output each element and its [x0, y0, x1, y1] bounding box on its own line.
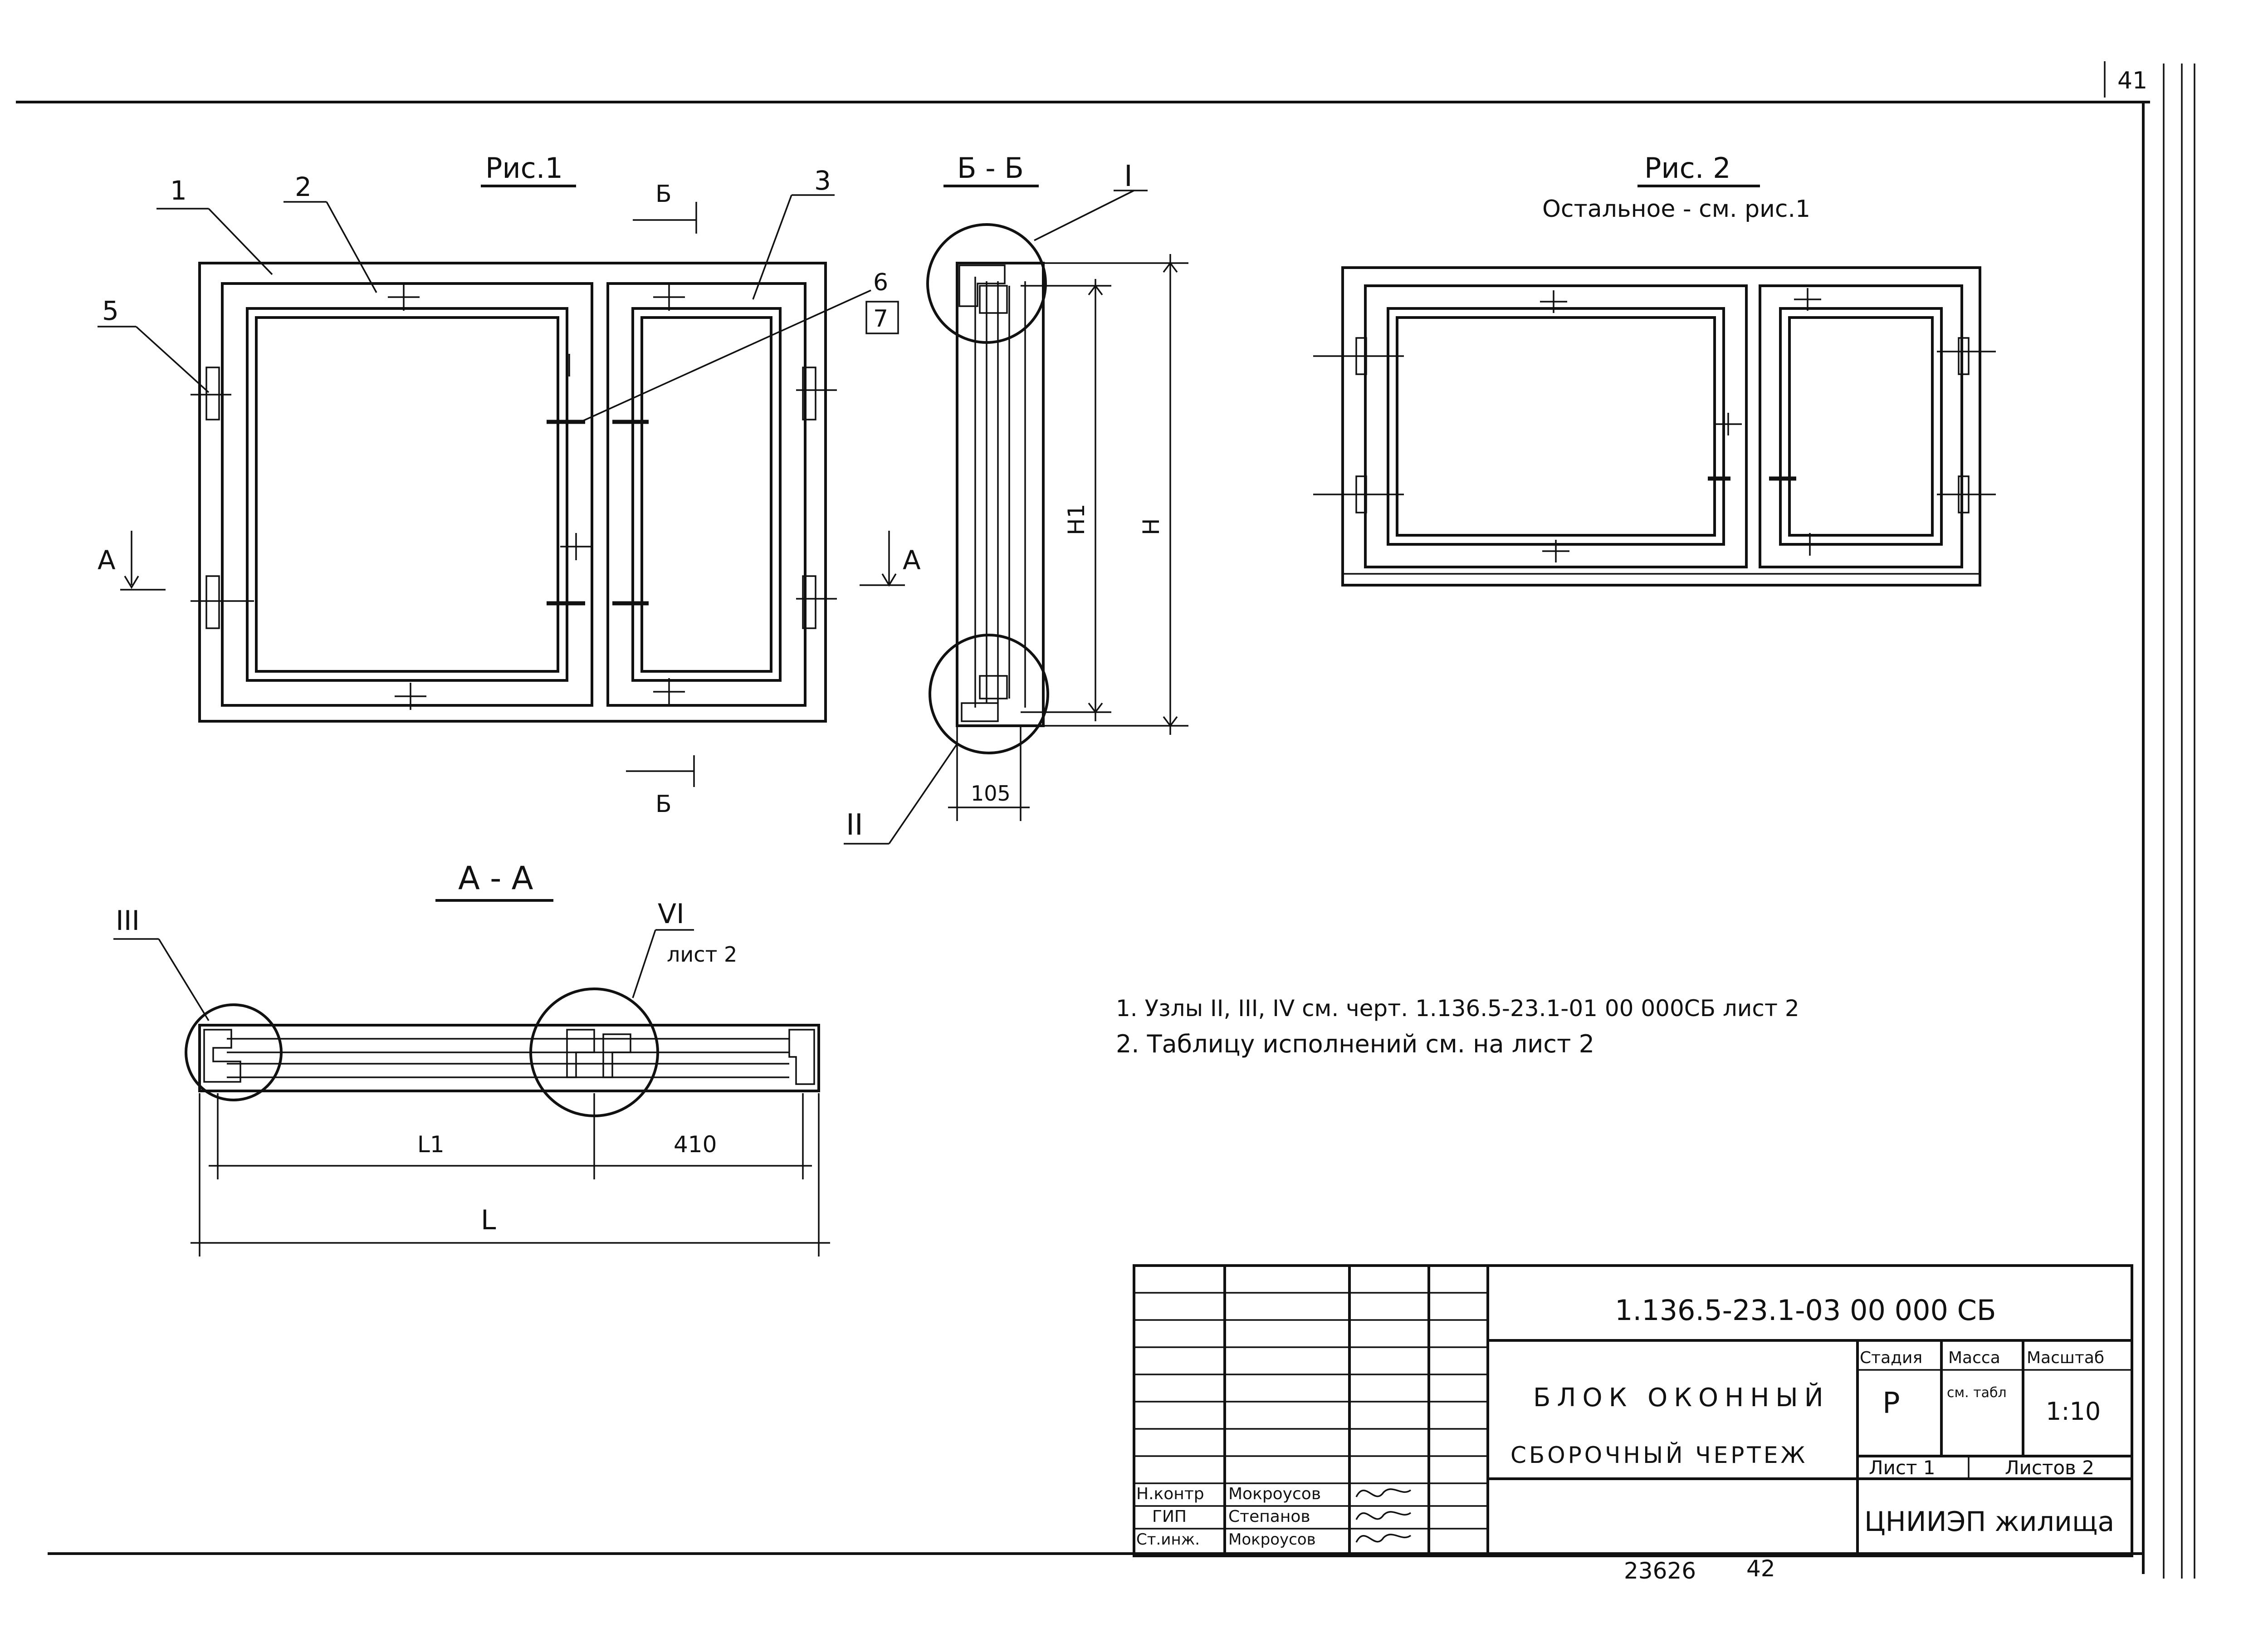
dim-l1: L1: [417, 1131, 445, 1158]
node-6-label: VI: [658, 898, 684, 930]
notes: 1. Узлы II, III, IV см. черт. 1.136.5-23…: [1116, 995, 1799, 1058]
dim-h: H: [1138, 518, 1164, 535]
fig2-subtitle: Остальное - см. рис.1: [1542, 196, 1810, 223]
callout-3: 3: [814, 165, 831, 196]
sig-name-2: Степанов: [1228, 1507, 1310, 1526]
section-a-a: А - А III VI лист 2 L1 410 L: [113, 860, 830, 1256]
section-b-mark-bottom: Б: [655, 791, 672, 818]
scale-value: 1:10: [2046, 1397, 2101, 1426]
callout-7: 7: [873, 305, 888, 332]
doc-code: 1.136.5-23.1-03 00 000 СБ: [1615, 1294, 1996, 1327]
doc-name-line2: СБОРОЧНЫЙ ЧЕРТЕЖ: [1510, 1442, 1808, 1468]
sig-name-3: Мокроусов: [1228, 1530, 1316, 1549]
figure-1: Рис.1: [98, 152, 921, 818]
sheet-label: Лист 1: [1869, 1457, 1936, 1479]
node-2-label: II: [846, 808, 863, 842]
title-block: Н.контр Мокроусов ГИП Степанов Ст.инж. М…: [1133, 1264, 2133, 1557]
section-b-b: Б - Б I II H1 H: [844, 152, 1188, 845]
archive-number: 23626: [1624, 1558, 1696, 1584]
mass-header: Масса: [1948, 1349, 2000, 1367]
section-a-title: А - А: [458, 860, 533, 897]
archive-page: 42: [1746, 1555, 1775, 1582]
dim-l: L: [481, 1204, 496, 1236]
sheets-label: Листов 2: [2005, 1457, 2094, 1479]
sig-name-1: Мокроусов: [1228, 1485, 1321, 1503]
doc-name-line1: БЛОК ОКОННЫЙ: [1533, 1383, 1830, 1413]
scale-header: Масштаб: [2027, 1349, 2104, 1367]
signature-mark-2: [1355, 1511, 1412, 1520]
signature-mark-1: [1355, 1488, 1412, 1497]
callout-6: 6: [873, 269, 888, 296]
sig-role-2: ГИП: [1152, 1507, 1187, 1526]
section-a-mark-left: А: [98, 545, 116, 576]
sig-role-1: Н.контр: [1136, 1485, 1204, 1503]
mass-value: см. табл: [1947, 1385, 2007, 1401]
section-b-mark-top: Б: [655, 181, 672, 208]
node-6-ref: лист 2: [667, 942, 737, 967]
dim-410: 410: [674, 1131, 717, 1158]
organization: ЦНИИЭП жилища: [1864, 1506, 2114, 1538]
signature-mark-3: [1355, 1534, 1412, 1543]
dim-105: 105: [971, 781, 1011, 806]
section-b-title: Б - Б: [957, 152, 1024, 185]
sig-role-3: Ст.инж.: [1136, 1530, 1200, 1549]
fig2-title: Рис. 2: [1644, 152, 1731, 185]
node-3-label: III: [116, 905, 140, 937]
section-a-mark-right: А: [903, 545, 921, 576]
note-2: 2. Таблицу исполнений см. на лист 2: [1116, 1030, 1594, 1058]
note-1: 1. Узлы II, III, IV см. черт. 1.136.5-23…: [1116, 995, 1799, 1022]
callout-1: 1: [170, 175, 187, 206]
sheet-frame: [16, 61, 2195, 1579]
sheet-number: 41: [2117, 67, 2147, 94]
stage-value: Р: [1882, 1387, 1900, 1420]
node-1-label: I: [1124, 160, 1133, 193]
callout-2: 2: [295, 171, 312, 202]
callout-5: 5: [102, 295, 119, 326]
figure-2: Рис. 2 Остальное - см. рис.1: [1313, 152, 1996, 587]
fig1-title: Рис.1: [485, 152, 563, 185]
stage-header: Стадия: [1860, 1349, 1922, 1367]
dim-h1: H1: [1063, 504, 1090, 535]
